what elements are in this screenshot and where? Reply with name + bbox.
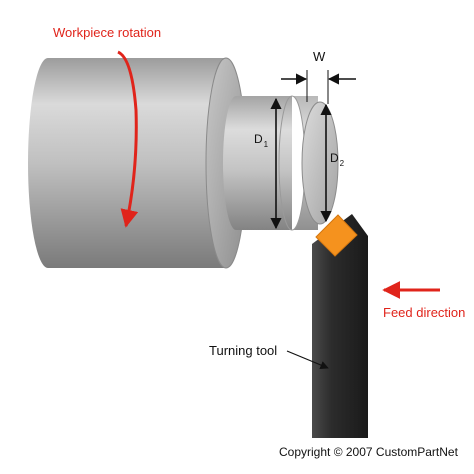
turning-tool-label: Turning tool — [209, 343, 277, 358]
rotation-arrow — [117, 50, 139, 228]
width-dimension: W — [281, 49, 356, 104]
turning-tool-leader — [286, 350, 329, 369]
copyright-text: Copyright © 2007 CustomPartNet — [279, 445, 459, 459]
cutting-insert — [315, 214, 358, 257]
workpiece-large-cylinder — [28, 57, 247, 269]
feed-direction-label: Feed direction — [383, 305, 465, 320]
width-label: W — [313, 49, 326, 64]
workpiece-turned-section — [223, 95, 339, 231]
d2-label: D2 — [330, 151, 345, 168]
d2-dimension: D2 — [320, 103, 345, 223]
d1-label: D1 — [254, 132, 269, 149]
workpiece-rotation-label: Workpiece rotation — [53, 25, 161, 40]
turning-tool — [312, 214, 368, 438]
d1-dimension: D1 — [254, 97, 282, 230]
